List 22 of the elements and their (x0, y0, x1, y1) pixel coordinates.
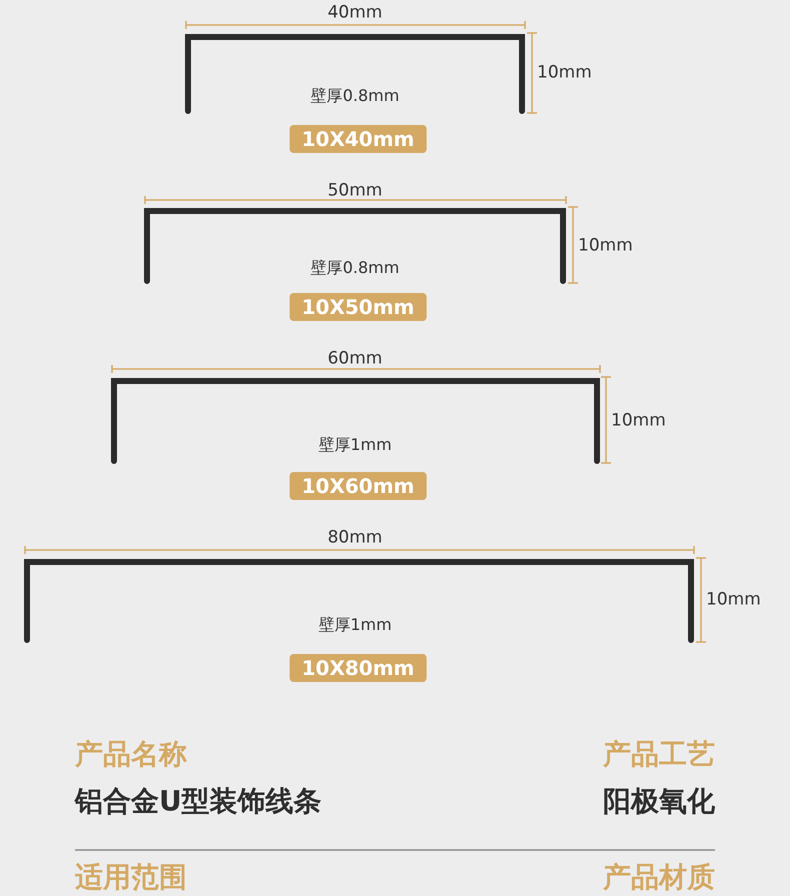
spec-value: 阳极氧化 (603, 786, 715, 818)
dimension-label: 10mm (706, 590, 761, 610)
spec-heading: 产品名称 (75, 740, 187, 770)
dimension-label: 80mm (328, 528, 382, 548)
wall-thickness-label: 壁厚0.8mm (310, 87, 400, 105)
dimension-label: 60mm (328, 350, 382, 368)
dimension-label: 10mm (537, 64, 592, 82)
size-tag: 10X40mm (290, 125, 426, 153)
spec-heading: 产品材质 (603, 862, 715, 894)
dimension-label: 10mm (578, 236, 633, 256)
wall-thickness-label: 壁厚1mm (318, 436, 392, 454)
size-tag: 10X50mm (290, 293, 426, 321)
wall-thickness-label: 壁厚0.8mm (310, 259, 400, 277)
spec-value: 铝合金U型装饰线条 (75, 786, 322, 818)
spec-heading: 适用范围 (75, 862, 187, 894)
dimension-label: 50mm (328, 182, 382, 200)
spec-heading: 产品工艺 (603, 740, 715, 770)
dimension-label: 40mm (328, 4, 382, 22)
wall-thickness-label: 壁厚1mm (318, 616, 392, 634)
size-tag: 10X60mm (290, 472, 426, 500)
dimension-label: 10mm (611, 412, 666, 430)
size-tag: 10X80mm (290, 654, 426, 682)
